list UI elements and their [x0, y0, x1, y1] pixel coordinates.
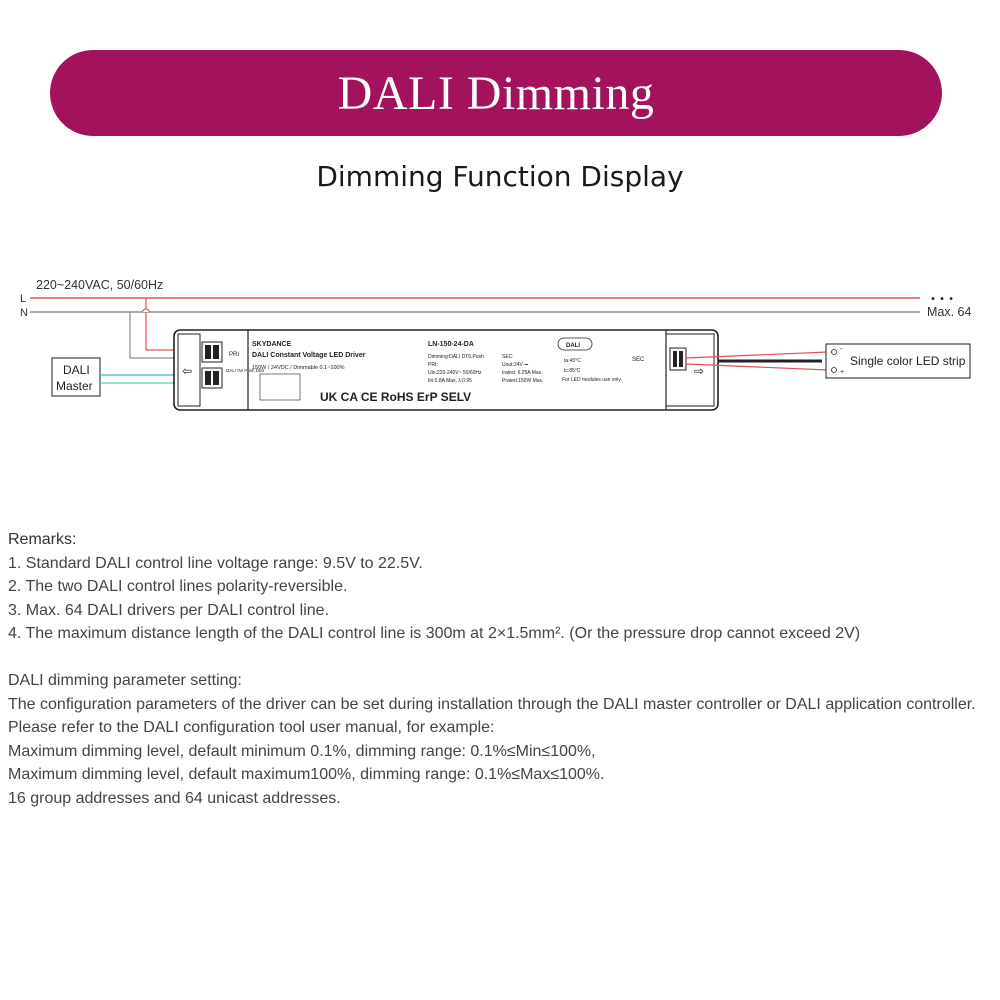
strip-plus-label: +	[840, 369, 844, 376]
remark-item: 1. Standard DALI control line voltage ra…	[8, 554, 423, 572]
driver-name: DALI Constant Voltage LED Driver	[252, 352, 366, 359]
wiring-diagram: 220~240VAC, 50/60Hz L N • • • Max. 64 DA…	[20, 278, 972, 411]
page-title: DALI Dimming	[337, 66, 655, 120]
dali-setting-line: Maximum dimming level, default maximum10…	[8, 766, 605, 783]
dali-setting-line: Maximum dimming level, default minimum 0…	[8, 742, 596, 760]
dali-logo-box	[557, 337, 593, 351]
line-l-label: L	[20, 293, 26, 305]
driver-pri: PRI:	[428, 362, 438, 368]
remark-item: 3. Max. 64 DALI drivers per DALI control…	[8, 601, 330, 619]
led-strip	[825, 343, 971, 379]
output-cable-plus	[685, 351, 829, 359]
max-drivers-label: Max. 64	[927, 305, 972, 319]
svg-text:⇨: ⇨	[694, 364, 704, 378]
driver-dimming: Dimming:DALI DT6,Push	[428, 354, 484, 360]
driver-iin: Iin:0.8A Max. λ:0.95	[428, 378, 472, 384]
driver-dali-port: DALI IN/ Push DIM	[226, 368, 264, 373]
driver-prated: Prated:150W Max.	[502, 378, 543, 384]
driver-sec-port: SEC	[632, 357, 645, 363]
more-drivers-ellipsis: • • •	[930, 294, 954, 305]
dali-logo: DALI	[566, 343, 580, 349]
driver-brand: SKYDANCE	[252, 341, 292, 348]
title-banner: DALI Dimming	[50, 50, 942, 136]
driver-sec: SEC:	[502, 354, 514, 360]
driver-led-note: For LED modules use only.	[562, 377, 622, 383]
driver-uin: Uin:220-240V~ 50/60Hz	[428, 370, 482, 376]
remarks-section: Remarks: 1. Standard DALI control line v…	[8, 528, 998, 646]
dali-setting-line: Please refer to the DALI configuration t…	[8, 719, 495, 736]
driver-model: LN-150-24-DA	[428, 341, 474, 348]
strip-minus-label: -	[840, 346, 843, 353]
driver-pri-port: PRI	[229, 352, 239, 358]
output-cable-minus	[685, 363, 829, 371]
driver-ta: ta:45°C	[564, 358, 581, 364]
driver-irated: Irated: 6.25A Max.	[502, 370, 543, 376]
dali-master-box	[51, 357, 101, 397]
dali-setting-heading: DALI dimming parameter setting:	[8, 672, 242, 689]
remark-item: 4. The maximum distance length of the DA…	[8, 625, 861, 642]
dali-setting-line: 16 group addresses and 64 unicast addres…	[8, 789, 341, 807]
driver-spec: 150W / 24VDC / Dimmable 0.1~100%	[252, 365, 345, 371]
dali-master-label-1: DALI	[63, 363, 90, 377]
driver-warning-box	[259, 373, 301, 401]
page-subtitle: Dimming Function Display	[316, 160, 684, 193]
driver-uout: Uout:24V ⎓	[502, 362, 528, 368]
remark-item: 2. The two DALI control lines polarity-r…	[8, 578, 348, 595]
line-n-label: N	[20, 307, 28, 319]
dali-setting-line: The configuration parameters of the driv…	[8, 695, 976, 713]
dali-master-label-2: Master	[56, 379, 93, 393]
driver-tc: tc:85°C	[564, 368, 581, 374]
led-strip-label: Single color LED strip	[850, 354, 966, 368]
supply-label: 220~240VAC, 50/60Hz	[36, 278, 163, 292]
dali-setting-section: DALI dimming parameter setting: The conf…	[8, 669, 998, 810]
svg-text:⇦: ⇦	[182, 364, 192, 378]
jump-arc	[141, 308, 151, 313]
remarks-heading: Remarks:	[8, 531, 77, 548]
driver-certification-marks: UK CA CE RoHS ErP SELV	[320, 390, 471, 404]
